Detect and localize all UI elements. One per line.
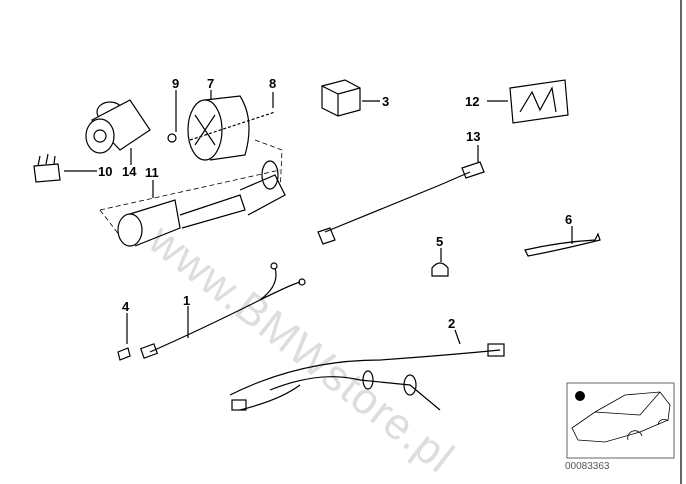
part-1-cable <box>149 267 301 353</box>
label-12: 12 <box>465 94 480 109</box>
label-6: 6 <box>565 212 573 227</box>
part-6-strap <box>524 232 601 257</box>
part-7-housing <box>187 95 250 161</box>
label-4: 4 <box>122 299 130 314</box>
label-13: 13 <box>466 129 481 144</box>
part-3-relay <box>321 79 361 117</box>
diagram-code: 00083363 <box>565 461 610 472</box>
part-11-adapter <box>117 160 286 247</box>
part-9-nut <box>167 133 177 143</box>
label-1: 1 <box>183 293 191 308</box>
label-9: 9 <box>172 76 180 91</box>
label-5: 5 <box>436 234 444 249</box>
part-4-bulb <box>117 347 131 361</box>
car-thumbnail-frame <box>566 382 675 459</box>
part-14-socket <box>85 99 151 154</box>
part-2-harness <box>229 349 501 411</box>
location-dot <box>575 391 585 401</box>
label-7: 7 <box>207 76 215 91</box>
label-8: 8 <box>269 76 277 91</box>
label-2: 2 <box>448 316 456 331</box>
label-14: 14 <box>122 164 137 179</box>
part-10-clip <box>33 153 61 183</box>
part-5-clip <box>431 262 449 277</box>
car-icon <box>571 391 671 443</box>
label-10: 10 <box>98 164 113 179</box>
part-13-harness <box>317 161 485 245</box>
label-3: 3 <box>382 94 390 109</box>
part-12-cover <box>509 79 569 124</box>
label-11: 11 <box>145 165 159 180</box>
